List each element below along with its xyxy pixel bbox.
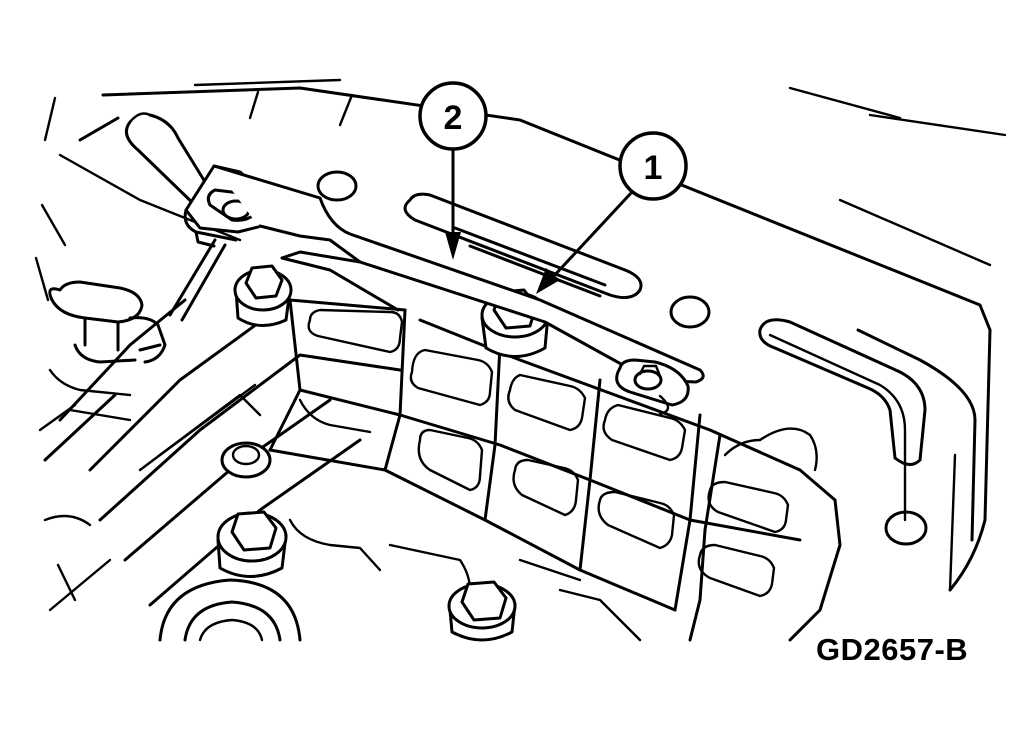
casting-holes	[316, 170, 928, 546]
stud-round	[220, 441, 272, 479]
bolt-upper-left	[233, 264, 293, 327]
callout-1-number: 1	[644, 149, 663, 187]
callout-2: 2	[418, 81, 488, 260]
callout-2-number: 2	[444, 99, 463, 137]
detent-spring	[183, 164, 705, 416]
figure-id-label: GD2657-B	[816, 632, 969, 667]
output-bushing	[43, 514, 302, 642]
bolt-lower-left	[216, 510, 288, 578]
casting-outline	[34, 78, 1007, 592]
callout-1: 1	[536, 131, 688, 294]
bolt-lower-center	[447, 580, 517, 642]
casting-grid	[43, 298, 842, 642]
manual-shaft	[38, 238, 227, 432]
